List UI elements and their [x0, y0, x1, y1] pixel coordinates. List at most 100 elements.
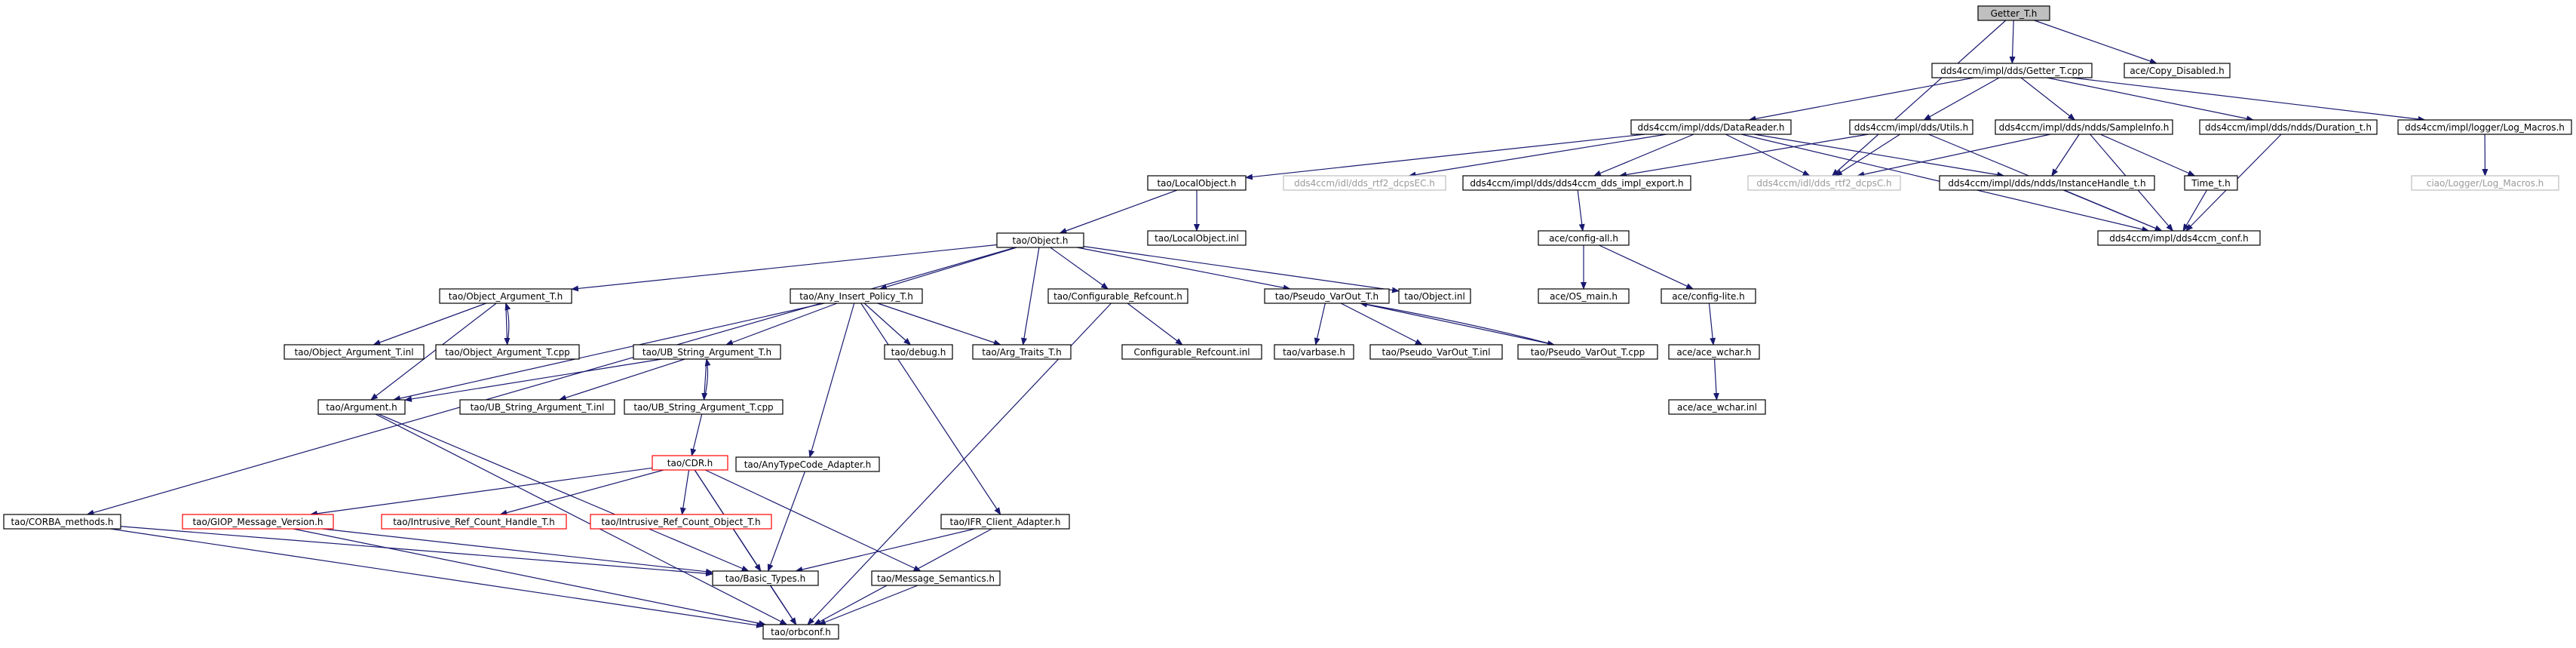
- node-any-insert[interactable]: tao/Any_Insert_Policy_T.h: [790, 288, 923, 304]
- node-pseudo-h[interactable]: tao/Pseudo_VarOut_T.h: [1264, 288, 1390, 304]
- node-pseudo-cpp[interactable]: tao/Pseudo_VarOut_T.cpp: [1517, 344, 1658, 360]
- node-pseudo-inl[interactable]: tao/Pseudo_VarOut_T.inl: [1369, 344, 1503, 360]
- node-label: tao/Intrusive_Ref_Count_Handle_T.h: [393, 517, 555, 527]
- node-label: ace/config-all.h: [1549, 233, 1618, 244]
- edge-any_insert-to-anytypecode: [808, 303, 855, 458]
- node-localobject-inl[interactable]: tao/LocalObject.inl: [1147, 230, 1247, 246]
- node-box: [1939, 175, 2155, 191]
- edge-impl_export-to-config_all: [1577, 189, 1585, 232]
- node-object-h[interactable]: tao/Object.h: [996, 232, 1084, 248]
- node-duration[interactable]: dds4ccm/impl/dds/ndds/Duration_t.h: [2199, 119, 2378, 135]
- node-arg-traits[interactable]: tao/Arg_Traits_T.h: [972, 344, 1072, 360]
- edge-getter_t_cpp-to-log_macros: [2072, 77, 2426, 122]
- node-time-t[interactable]: Time_t.h: [2184, 175, 2238, 191]
- node-label: dds4ccm/impl/dds/ndds/SampleInfo.h: [1999, 122, 2170, 133]
- node-instancehandle[interactable]: dds4ccm/impl/dds/ndds/InstanceHandle_t.h: [1939, 175, 2155, 191]
- node-ifr-client[interactable]: tao/IFR_Client_Adapter.h: [940, 514, 1070, 530]
- edge-object_h-to-arg_traits: [1021, 247, 1040, 345]
- node-giop-msg[interactable]: tao/GIOP_Message_Version.h: [182, 514, 334, 530]
- node-box: [3, 514, 121, 530]
- node-box: [735, 456, 880, 472]
- node-label: Getter_T.h: [1991, 8, 2038, 19]
- node-label: dds4ccm/impl/dds/ndds/Duration_t.h: [2205, 122, 2372, 133]
- node-label: tao/Configurable_Refcount.h: [1053, 291, 1182, 302]
- node-ub-string-h[interactable]: tao/UB_String_Argument_T.h: [633, 344, 781, 360]
- node-box: [633, 344, 781, 360]
- node-object-inl[interactable]: tao/Object.inl: [1398, 288, 1471, 304]
- node-box: [590, 514, 772, 530]
- node-anytypecode[interactable]: tao/AnyTypeCode_Adapter.h: [735, 456, 880, 472]
- node-box: [762, 624, 839, 640]
- node-impl-export[interactable]: dds4ccm/impl/dds/dds4ccm_dds_impl_export…: [1462, 175, 1691, 191]
- node-object-arg-inl[interactable]: tao/Object_Argument_T.inl: [284, 344, 425, 360]
- node-box: [182, 514, 334, 530]
- node-object-arg-cpp[interactable]: tao/Object_Argument_T.cpp: [435, 344, 580, 360]
- node-object-arg-h[interactable]: tao/Object_Argument_T.h: [439, 288, 572, 304]
- node-basic-types[interactable]: tao/Basic_Types.h: [712, 570, 819, 586]
- node-box: [1538, 288, 1630, 304]
- node-configurable-ref[interactable]: tao/Configurable_Refcount.h: [1047, 288, 1188, 304]
- node-argument-h[interactable]: tao/Argument.h: [317, 399, 406, 415]
- edge-ub_string_h-to-ub_string_inl: [558, 358, 685, 401]
- node-datareader[interactable]: dds4ccm/impl/dds/DataReader.h: [1630, 119, 1792, 135]
- edge-any_insert-to-debug: [863, 303, 912, 345]
- node-utils[interactable]: dds4ccm/impl/dds/Utils.h: [1849, 119, 1973, 135]
- node-getter-t-cpp[interactable]: dds4ccm/impl/dds/Getter_T.cpp: [1931, 63, 2093, 78]
- node-label: tao/Message_Semantics.h: [877, 573, 995, 584]
- node-box: [1747, 175, 1901, 191]
- node-box: [1661, 288, 1756, 304]
- node-label: dds4ccm/impl/dds/dds4ccm_dds_impl_export…: [1470, 178, 1683, 189]
- node-orbconf[interactable]: tao/orbconf.h: [762, 624, 839, 640]
- node-label: tao/IFR_Client_Adapter.h: [950, 517, 1061, 527]
- edge-argument_h-to-orbconf: [375, 413, 788, 625]
- node-localobject-h[interactable]: tao/LocalObject.h: [1147, 175, 1247, 191]
- node-config-all[interactable]: ace/config-all.h: [1538, 230, 1630, 246]
- edge-utils-to-rtf2_c: [1834, 134, 1900, 177]
- node-box: [712, 570, 819, 586]
- node-cdr-h[interactable]: tao/CDR.h: [652, 455, 728, 471]
- node-box: [2199, 119, 2378, 135]
- node-ccm-conf[interactable]: dds4ccm/impl/dds4ccm_conf.h: [2097, 230, 2261, 246]
- node-label: tao/Arg_Traits_T.h: [982, 347, 1061, 358]
- edge-time_t-to-ccm_conf: [2182, 189, 2207, 232]
- node-label: dds4ccm/impl/dds4ccm_conf.h: [2109, 233, 2248, 244]
- node-label: tao/UB_String_Argument_T.cpp: [633, 402, 773, 413]
- node-box: [1630, 119, 1792, 135]
- node-label: dds4ccm/idl/dds_rtf2_dcpsEC.h: [1294, 178, 1435, 189]
- node-getter-t-h[interactable]: Getter_T.h: [1977, 5, 2050, 21]
- node-label: tao/Argument.h: [326, 402, 397, 413]
- node-corba-methods[interactable]: tao/CORBA_methods.h: [3, 514, 121, 530]
- edge-ub_string_h-to-argument_h: [404, 358, 662, 402]
- edge-message_semantics-to-orbconf: [818, 585, 918, 625]
- node-label: tao/Pseudo_VarOut_T.cpp: [1531, 347, 1645, 358]
- node-os-main[interactable]: ace/OS_main.h: [1538, 288, 1630, 304]
- node-label: tao/Pseudo_VarOut_T.inl: [1382, 347, 1491, 358]
- node-sampleinfo[interactable]: dds4ccm/impl/dds/ndds/SampleInfo.h: [1995, 119, 2173, 135]
- node-configurable-inl[interactable]: Configurable_Refcount.inl: [1121, 344, 1262, 360]
- node-message-semantics[interactable]: tao/Message_Semantics.h: [871, 570, 1001, 586]
- node-label: tao/Object.h: [1013, 235, 1069, 246]
- edge-configurable_ref-to-configurable_inl: [1127, 303, 1183, 345]
- node-ub-string-inl[interactable]: tao/UB_String_Argument_T.inl: [459, 399, 615, 415]
- node-ace-wchar-h[interactable]: ace/ace_wchar.h: [1668, 344, 1760, 360]
- node-ciao-log: ciao/Logger/Log_Macros.h: [2411, 175, 2559, 191]
- node-varbase[interactable]: tao/varbase.h: [1274, 344, 1354, 360]
- node-box: [1995, 119, 2173, 135]
- edge-datareader-to-rtf2_ec: [1408, 134, 1667, 178]
- node-log-macros[interactable]: dds4ccm/impl/logger/Log_Macros.h: [2397, 119, 2572, 135]
- node-rtf2-c: dds4ccm/idl/dds_rtf2_dcpsC.h: [1747, 175, 1901, 191]
- edge-getter_t_h-to-rtf2_c: [1831, 20, 2007, 177]
- graph-edges: [86, 20, 2489, 628]
- node-copy-disabled[interactable]: ace/Copy_Disabled.h: [2124, 63, 2231, 78]
- edge-corba_methods-to-orbconf: [110, 528, 764, 628]
- node-ub-string-cpp[interactable]: tao/UB_String_Argument_T.cpp: [624, 399, 784, 415]
- node-intrusive-object[interactable]: tao/Intrusive_Ref_Count_Object_T.h: [590, 514, 772, 530]
- node-label: tao/UB_String_Argument_T.inl: [471, 402, 605, 413]
- node-config-lite[interactable]: ace/config-lite.h: [1661, 288, 1756, 304]
- node-debug[interactable]: tao/debug.h: [884, 344, 953, 360]
- node-intrusive-handle[interactable]: tao/Intrusive_Ref_Count_Handle_T.h: [381, 514, 567, 530]
- node-ace-wchar-inl[interactable]: ace/ace_wchar.inl: [1668, 399, 1766, 415]
- node-box: [1121, 344, 1262, 360]
- node-box: [1369, 344, 1503, 360]
- node-label: ciao/Logger/Log_Macros.h: [2427, 178, 2544, 189]
